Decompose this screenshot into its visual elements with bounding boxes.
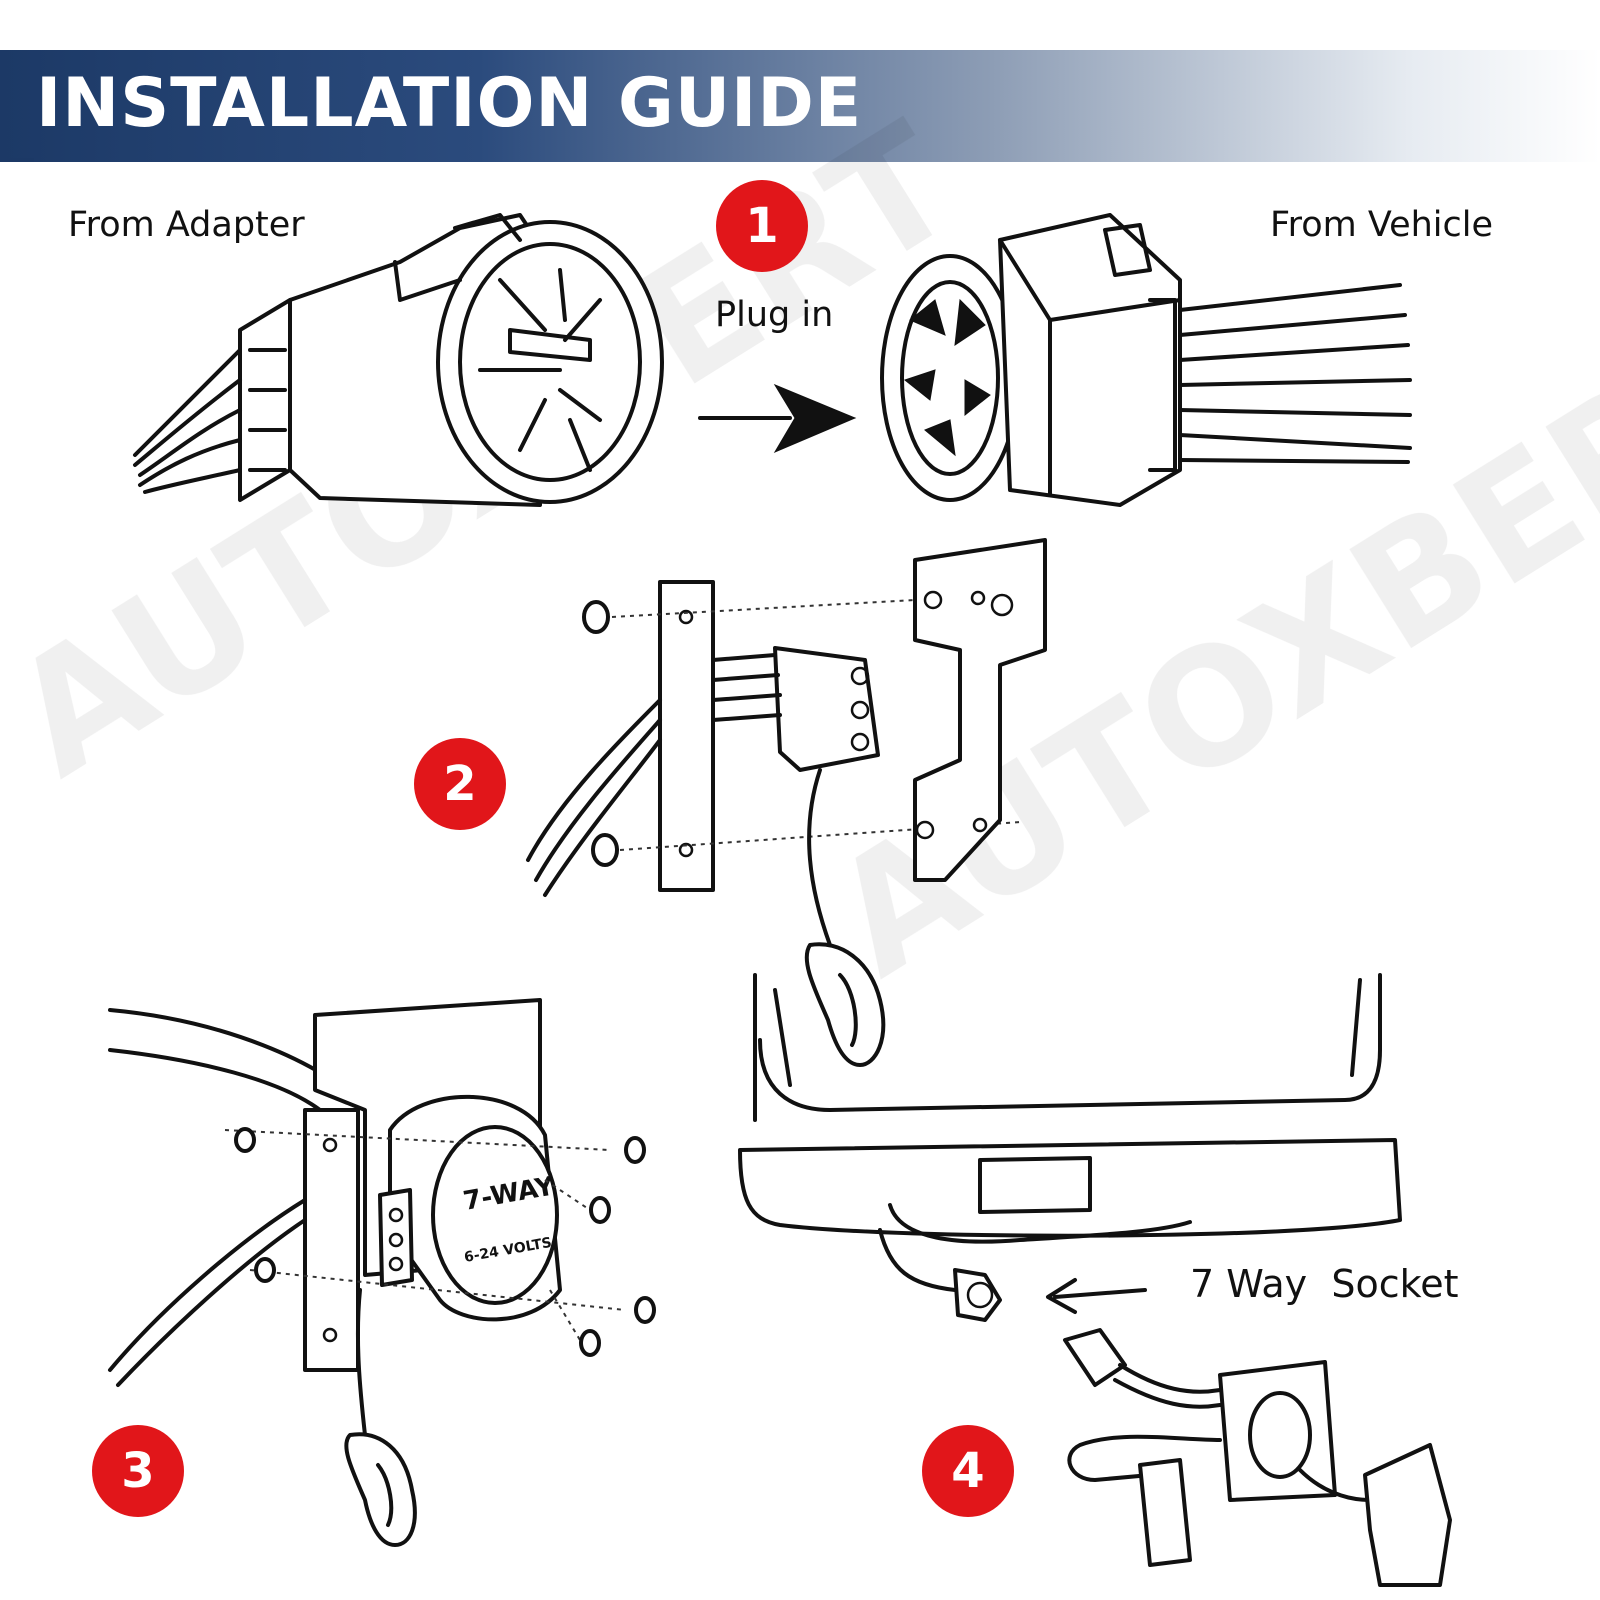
plug-in-label: Plug in [715, 295, 834, 335]
from-adapter-label: From Adapter [68, 205, 305, 245]
step3-socket-mount-drawing: 7-WAY 6-24 VOLTS [108, 998, 656, 1547]
adapter-plug-drawing [133, 213, 664, 507]
step-2-badge: 2 [414, 738, 506, 830]
step4-vehicle-rear-drawing [738, 973, 1452, 1587]
step-3-badge: 3 [92, 1425, 184, 1517]
step2-bracket-drawing [526, 538, 1047, 1067]
plug-in-arrow [698, 383, 857, 454]
step-1-badge: 1 [716, 180, 808, 272]
page-title: INSTALLATION GUIDE [36, 64, 863, 143]
header-banner: INSTALLATION GUIDE [0, 50, 1600, 162]
from-vehicle-label: From Vehicle [1270, 205, 1494, 245]
seven-way-socket-label: 7 Way Socket [1190, 1262, 1459, 1306]
step-4-badge: 4 [922, 1425, 1014, 1517]
vehicle-connector-drawing [880, 213, 1412, 507]
banner-underline [0, 158, 34, 162]
